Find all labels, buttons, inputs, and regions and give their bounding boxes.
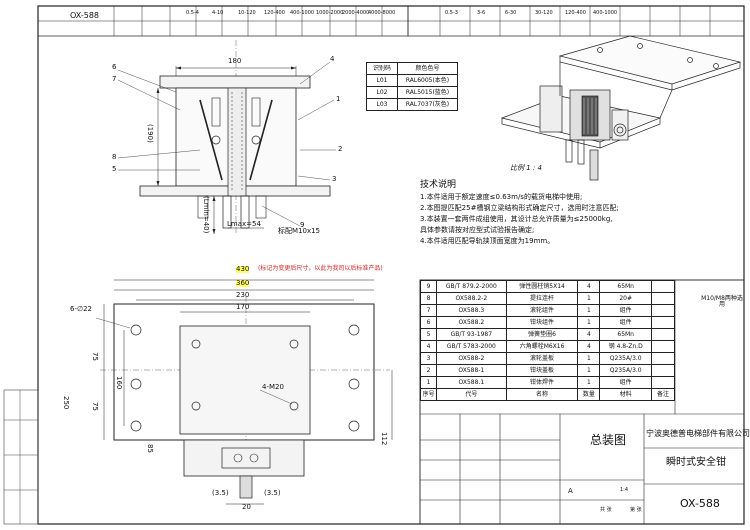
strip-cell-9: 0.5-3 bbox=[445, 10, 458, 16]
balloon: 3 bbox=[332, 175, 337, 183]
bom-header-cell: 序号 bbox=[420, 388, 437, 401]
dim-250: 250 bbox=[62, 396, 70, 410]
tolerance-strip bbox=[37, 5, 745, 37]
dim-75b: 75 bbox=[91, 402, 99, 411]
bom-header-row: 序号代号名称数量材料备注 bbox=[420, 388, 675, 401]
strip-cell-10: 3-6 bbox=[477, 10, 486, 16]
strip-code: OX-588 bbox=[70, 11, 100, 20]
balloon: 4 bbox=[330, 55, 335, 63]
dim-lmax: Lmax=54 bbox=[227, 220, 261, 228]
sheet-count: 共 张 bbox=[600, 507, 612, 513]
strip-cell-2: 4-10 bbox=[212, 10, 224, 16]
dim-20: 20 bbox=[242, 503, 251, 511]
dim-430: 430 bbox=[236, 265, 250, 273]
bom-cell: 1 bbox=[420, 376, 437, 389]
strip-cell-1: 0.5-4 bbox=[186, 10, 199, 16]
dim-lmin: (Lmin=40) bbox=[202, 196, 210, 234]
product-name: 瞬时式安全钳 bbox=[666, 457, 726, 468]
bom-note: M10/M8两种选用 bbox=[701, 295, 743, 308]
dim-3-5a: (3.5) bbox=[212, 489, 229, 497]
isometric-view bbox=[500, 35, 742, 181]
thread-callout: 4-M20 bbox=[262, 383, 284, 391]
balloon: 5 bbox=[112, 165, 117, 173]
strip-cell-5: 400-1000 bbox=[290, 10, 315, 16]
strip-cell-7: 2000-4000 bbox=[342, 10, 370, 16]
tech-note-5: 4.本件适用匹配导轨挟顶面宽度为19mm。 bbox=[420, 237, 555, 245]
dim-170: 170 bbox=[236, 303, 250, 311]
balloon: 7 bbox=[112, 75, 117, 83]
change-remark: (标记为变更后尺寸，以此为我司以后标准产品) bbox=[258, 265, 383, 272]
tech-note-3: 3.本装置一套两件成组使用，其设计总允许质量为≤25000kg, bbox=[420, 215, 613, 223]
front-view bbox=[117, 40, 336, 235]
strip-cell-11: 6-30 bbox=[505, 10, 517, 16]
company-name: 宁波奥德普电梯部件有限公司 bbox=[646, 429, 750, 438]
bom-header-cell: 代号 bbox=[435, 388, 507, 401]
drawing-title: 总装图 bbox=[590, 433, 627, 447]
balloon: 2 bbox=[338, 145, 343, 153]
strip-cell-12: 30-120 bbox=[535, 10, 553, 16]
plan-view bbox=[95, 279, 393, 505]
dim-230: 230 bbox=[236, 291, 250, 299]
balloon: 9 bbox=[300, 221, 305, 229]
balloon: 8 bbox=[112, 153, 117, 161]
bom-header-cell: 备注 bbox=[651, 388, 675, 401]
bolt-label: 标配M10x15 bbox=[278, 227, 320, 235]
balloon: 6 bbox=[112, 63, 117, 71]
color-name: RAL7037(灰色) bbox=[397, 98, 458, 111]
tech-note-4: 具体参数请按对应型式试验报告确定; bbox=[420, 226, 535, 234]
balloon: 1 bbox=[336, 95, 341, 103]
hole-callout: 6-∅22 bbox=[70, 305, 92, 313]
dim-360: 360 bbox=[236, 279, 250, 287]
tech-notes-title: 技术说明 bbox=[420, 180, 457, 190]
binding-strip bbox=[3, 389, 39, 525]
strip-cell-13: 120-400 bbox=[565, 10, 586, 16]
strip-cell-4: 120-400 bbox=[264, 10, 285, 16]
dim-112: 112 bbox=[380, 432, 388, 446]
title-block-a: A bbox=[568, 487, 573, 495]
dim-180: 180 bbox=[228, 57, 242, 65]
bom-header-cell: 名称 bbox=[505, 388, 579, 401]
dim-160: 160 bbox=[115, 376, 123, 390]
title-block-scale: 1:4 bbox=[620, 487, 629, 493]
strip-cell-6: 1000-2000 bbox=[316, 10, 344, 16]
drawing-code: OX-588 bbox=[680, 497, 720, 510]
dim-85: 85 bbox=[146, 444, 154, 453]
scale-label: 比例 1 : 4 bbox=[510, 164, 542, 172]
dim-190: (190) bbox=[146, 124, 154, 143]
tech-note-1: 1.本件适用于额定速度≤0.63m/s的载货电梯中使用; bbox=[420, 193, 583, 201]
tech-note-2: 2.本图提匹配25#槽钢立梁结构形式确定尺寸，选用时注意匹配; bbox=[420, 204, 619, 212]
strip-cell-3: 10-120 bbox=[238, 10, 256, 16]
sheet-number: 第 张 bbox=[630, 507, 642, 513]
strip-cell-14: 400-1000 bbox=[593, 10, 618, 16]
dim-75a: 75 bbox=[91, 352, 99, 361]
color-code: L03 bbox=[366, 98, 398, 111]
dim-3-5b: (3.5) bbox=[264, 489, 281, 497]
strip-cell-8: 4000-8000 bbox=[368, 10, 396, 16]
